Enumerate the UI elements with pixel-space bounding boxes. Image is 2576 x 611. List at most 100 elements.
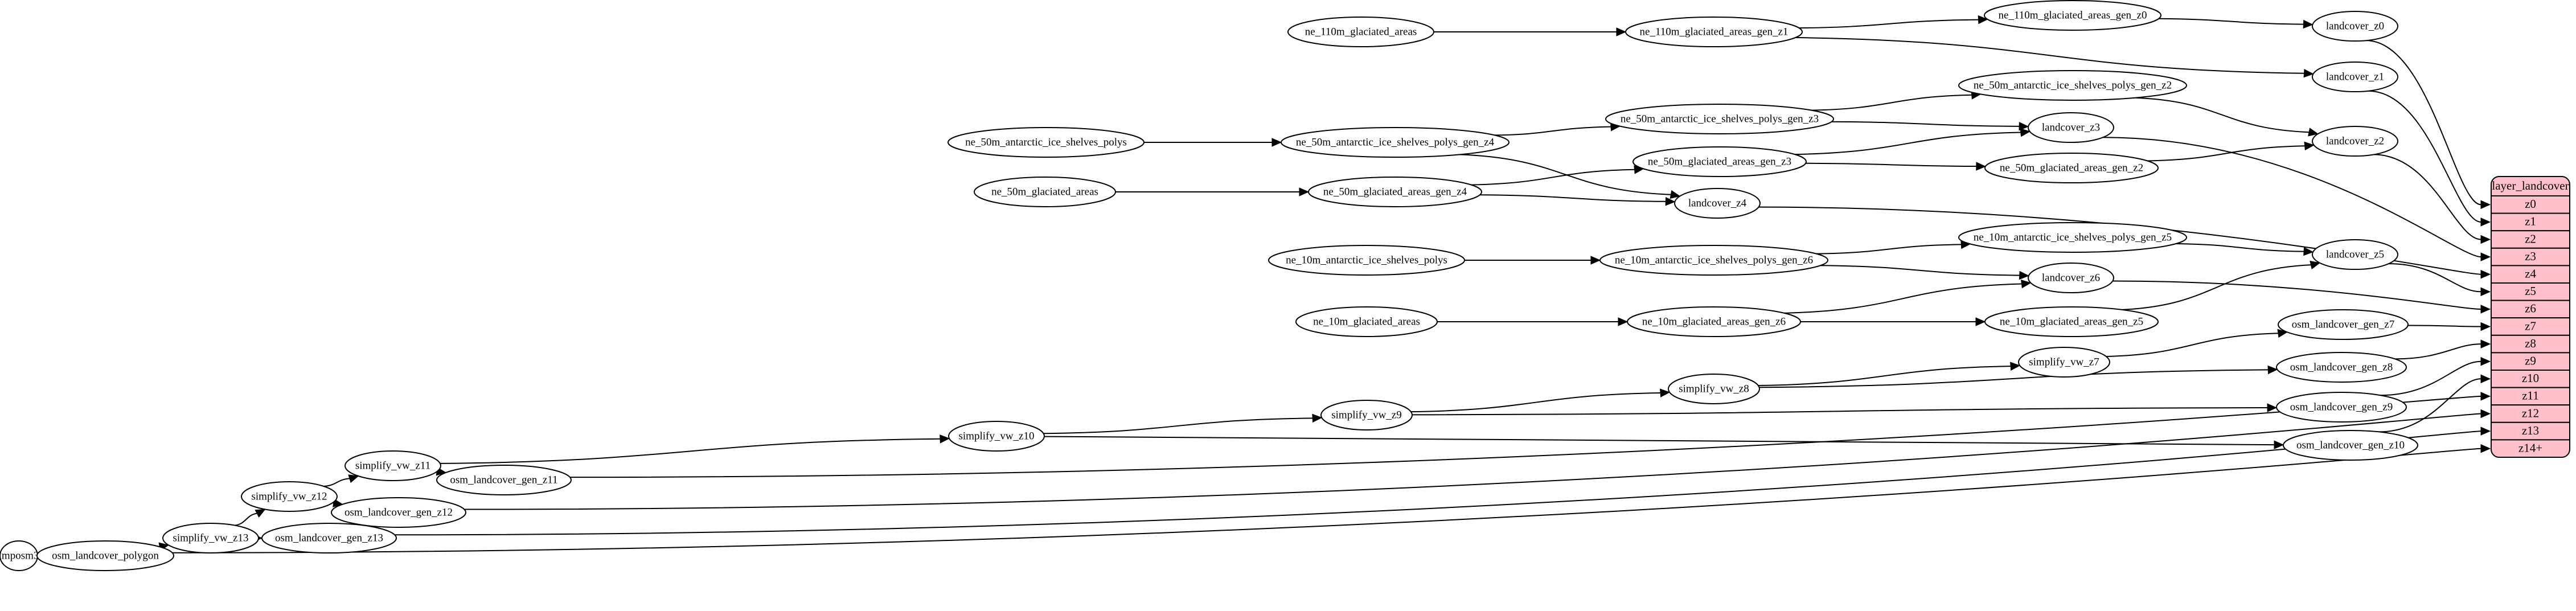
node-label: ne_10m_glaciated_areas_gen_z5: [2000, 315, 2143, 327]
graph-node-ne_110m_glaciated_areas_gen_z0[interactable]: ne_110m_glaciated_areas_gen_z0: [1984, 0, 2161, 31]
table-row-cell[interactable]: [2491, 370, 2570, 388]
table-row-cell[interactable]: [2491, 439, 2570, 457]
graph-node-simplify_vw_z9[interactable]: simplify_vw_z9: [1320, 400, 1413, 430]
edge-arrowhead: [2019, 122, 2029, 131]
graph-node-osm_landcover_gen_z12[interactable]: osm_landcover_gen_z12: [331, 497, 466, 528]
edge-arrowhead: [2480, 392, 2491, 401]
table-row-label: z1: [2525, 215, 2536, 228]
edge-arrowhead: [2480, 339, 2491, 348]
graph-node-ne_110m_glaciated_areas[interactable]: ne_110m_glaciated_areas: [1287, 17, 1434, 47]
graph-edge-to-table: [2373, 154, 2481, 240]
node-ellipse: [1632, 146, 1807, 177]
edge-arrowhead: [2267, 365, 2278, 375]
graph-node-ne_50m_antarctic_ice_shelves_polys_gen_z4[interactable]: ne_50m_antarctic_ice_shelves_polys_gen_z…: [1281, 127, 1509, 158]
graph-node-ne_10m_antarctic_ice_shelves_polys_gen_z5[interactable]: ne_10m_antarctic_ice_shelves_polys_gen_z…: [1958, 222, 2187, 253]
edge-arrowhead: [2303, 19, 2314, 29]
graph-node-ne_10m_glaciated_areas[interactable]: ne_10m_glaciated_areas: [1295, 306, 1438, 337]
node-label: osm_landcover_gen_z8: [2290, 361, 2393, 373]
graph-node-imposm3[interactable]: imposm3: [0, 540, 39, 571]
edge-arrowhead: [1978, 15, 1988, 24]
graph-node-osm_landcover_polygon[interactable]: osm_landcover_polygon: [36, 540, 174, 571]
graph-node-landcover_z5[interactable]: landcover_z5: [2312, 239, 2398, 270]
graph-node-landcover_z1[interactable]: landcover_z1: [2312, 61, 2398, 92]
edge-arrowhead: [1670, 190, 1681, 199]
node-ellipse: [241, 481, 338, 512]
node-ellipse: [1287, 17, 1434, 47]
graph-node-simplify_vw_z13[interactable]: simplify_vw_z13: [162, 523, 259, 553]
graph-node-osm_landcover_gen_z9[interactable]: osm_landcover_gen_z9: [2276, 392, 2407, 423]
graph-edge: [1795, 37, 2305, 74]
edge-arrowhead: [2480, 374, 2491, 384]
layer-landcover-table: layer_landcoverz0z1z2z3z4z5z6z7z8z9z10z1…: [2491, 176, 2570, 458]
graph-node-simplify_vw_z8[interactable]: simplify_vw_z8: [1668, 374, 1760, 404]
graph-edge: [1758, 366, 2012, 387]
graph-node-ne_50m_glaciated_areas_gen_z4[interactable]: ne_50m_glaciated_areas_gen_z4: [1308, 177, 1482, 207]
graph-node-ne_50m_glaciated_areas_gen_z3[interactable]: ne_50m_glaciated_areas_gen_z3: [1632, 146, 1807, 177]
graph-edge: [1459, 154, 1672, 195]
table-row-label: z11: [2522, 389, 2539, 403]
graph-node-ne_10m_glaciated_areas_gen_z5[interactable]: ne_10m_glaciated_areas_gen_z5: [1984, 306, 2159, 337]
edge-arrowhead: [940, 434, 950, 444]
edge-arrowhead: [2308, 128, 2319, 137]
node-label: osm_landcover_gen_z7: [2292, 318, 2394, 330]
graph-edge: [1410, 392, 1662, 413]
graph-node-landcover_z6[interactable]: landcover_z6: [2028, 263, 2114, 293]
node-label: landcover_z4: [1688, 197, 1747, 209]
graph-edge: [1831, 121, 2020, 127]
graph-node-ne_50m_glaciated_areas[interactable]: ne_50m_glaciated_areas: [974, 177, 1116, 207]
table-row-cell[interactable]: [2491, 352, 2570, 371]
graph-node-simplify_vw_z11[interactable]: simplify_vw_z11: [344, 450, 441, 481]
graph-node-ne_50m_glaciated_areas_gen_z2[interactable]: ne_50m_glaciated_areas_gen_z2: [1984, 153, 2159, 183]
node-ellipse: [2018, 347, 2110, 378]
node-ellipse: [1605, 104, 1834, 134]
edge-arrowhead: [2480, 427, 2491, 436]
graph-node-ne_10m_glaciated_areas_gen_z6[interactable]: ne_10m_glaciated_areas_gen_z6: [1627, 306, 1801, 337]
table-row-label: z12: [2522, 406, 2539, 420]
graph-edge-to-table: [464, 413, 2481, 510]
graph-node-ne_10m_antarctic_ice_shelves_polys_gen_z6[interactable]: ne_10m_antarctic_ice_shelves_polys_gen_z…: [1599, 245, 1828, 276]
graph-node-ne_110m_glaciated_areas_gen_z1[interactable]: ne_110m_glaciated_areas_gen_z1: [1625, 17, 1803, 47]
edge-arrowhead: [2274, 440, 2284, 449]
graph-edge: [235, 512, 258, 526]
node-ellipse: [2276, 392, 2407, 423]
graph-node-simplify_vw_z12[interactable]: simplify_vw_z12: [241, 481, 338, 512]
node-ellipse: [2312, 61, 2398, 92]
graph-node-simplify_vw_z10[interactable]: simplify_vw_z10: [948, 421, 1045, 452]
graph-node-landcover_z2[interactable]: landcover_z2: [2312, 126, 2398, 157]
table-row-cell[interactable]: [2491, 421, 2570, 441]
node-ellipse: [2312, 126, 2398, 157]
edge-arrowhead: [2480, 322, 2491, 331]
graph-node-landcover_z4[interactable]: landcover_z4: [1674, 188, 1761, 219]
node-ellipse: [1599, 245, 1828, 276]
graph-node-osm_landcover_gen_z11[interactable]: osm_landcover_gen_z11: [436, 465, 572, 495]
edge-arrowhead: [2303, 68, 2314, 78]
node-ellipse: [2276, 352, 2407, 383]
node-label: landcover_z5: [2326, 248, 2384, 260]
graph-node-osm_landcover_gen_z8[interactable]: osm_landcover_gen_z8: [2276, 352, 2407, 383]
graph-edge: [2135, 97, 2310, 133]
node-ellipse: [2312, 239, 2398, 270]
table-row-label: z7: [2525, 319, 2536, 333]
graph-node-osm_landcover_gen_z10[interactable]: osm_landcover_gen_z10: [2283, 430, 2418, 461]
edge-arrowhead: [2480, 409, 2491, 419]
graph-node-ne_10m_antarctic_ice_shelves_polys[interactable]: ne_10m_antarctic_ice_shelves_polys: [1268, 245, 1465, 276]
node-ellipse: [1268, 245, 1465, 276]
table-row-label: z9: [2525, 354, 2536, 368]
graph-node-simplify_vw_z7[interactable]: simplify_vw_z7: [2018, 347, 2110, 378]
node-label: ne_10m_antarctic_ice_shelves_polys: [1286, 254, 1447, 266]
graph-node-ne_50m_antarctic_ice_shelves_polys_gen_z3[interactable]: ne_50m_antarctic_ice_shelves_polys_gen_z…: [1605, 104, 1834, 134]
graph-node-ne_50m_antarctic_ice_shelves_polys[interactable]: ne_50m_antarctic_ice_shelves_polys: [947, 127, 1145, 158]
graph-node-osm_landcover_gen_z13[interactable]: osm_landcover_gen_z13: [261, 523, 397, 553]
table-row-label: z4: [2525, 267, 2536, 281]
edge-arrowhead: [2019, 270, 2029, 280]
graph-node-ne_50m_antarctic_ice_shelves_polys_gen_z2[interactable]: ne_50m_antarctic_ice_shelves_polys_gen_z…: [1958, 70, 2187, 101]
table-row-cell[interactable]: [2491, 212, 2570, 232]
graph-edge-to-table: [2366, 40, 2481, 206]
graph-node-landcover_z3[interactable]: landcover_z3: [2028, 112, 2114, 143]
graph-node-osm_landcover_gen_z7[interactable]: osm_landcover_gen_z7: [2278, 309, 2409, 340]
edge-arrowhead: [2480, 287, 2491, 297]
table-row-label: z3: [2525, 249, 2536, 263]
graph-node-landcover_z0[interactable]: landcover_z0: [2312, 11, 2398, 42]
node-ellipse: [1295, 306, 1438, 337]
